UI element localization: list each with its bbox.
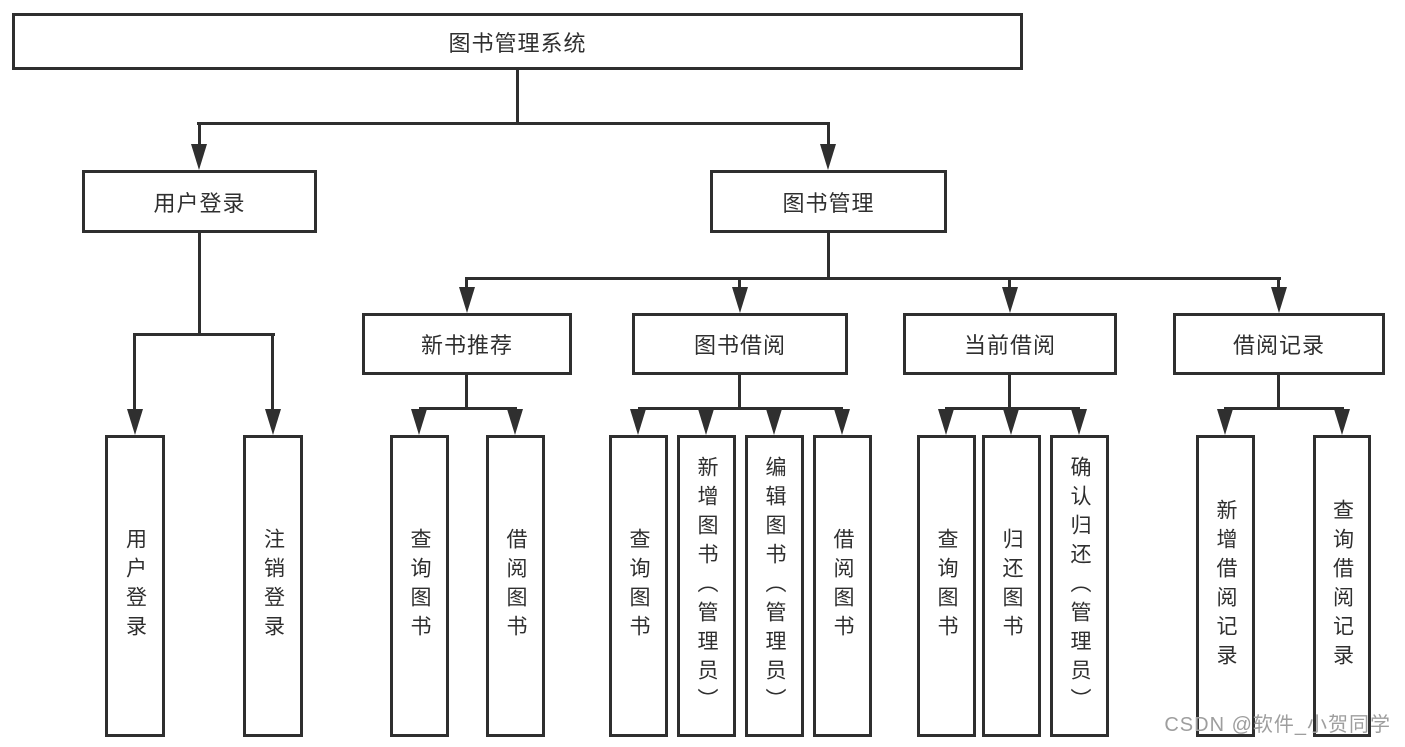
leaf-label: 查询图书	[627, 528, 650, 644]
connector-line	[638, 407, 843, 410]
connector-line	[1224, 407, 1344, 410]
connector-line	[133, 333, 275, 336]
leaf-borrowing-edit-books-admin: 编辑图书（管理员）	[745, 435, 804, 737]
connector-line	[271, 333, 274, 413]
node-borrowing-records: 借阅记录	[1173, 313, 1385, 375]
arrow-down-icon	[698, 409, 714, 435]
connector-line	[945, 407, 1080, 410]
leaf-label: 归还图书	[1000, 528, 1023, 644]
arrow-down-icon	[1217, 409, 1233, 435]
leaf-label: 借阅图书	[831, 528, 854, 644]
leaf-label: 确认归还（管理员）	[1068, 455, 1091, 717]
leaf-current-return-books: 归还图书	[982, 435, 1041, 737]
leaf-current-query-books: 查询图书	[917, 435, 976, 737]
connector-line	[827, 233, 830, 279]
leaf-label: 用户登录	[123, 528, 147, 644]
connector-line	[516, 70, 519, 122]
node-label: 图书管理系统	[448, 30, 587, 56]
arrow-down-icon	[1271, 287, 1287, 313]
leaf-label: 新增借阅记录	[1214, 499, 1237, 673]
node-label: 用户登录	[153, 190, 246, 216]
csdn-watermark: CSDN @软件_小贺同学	[1164, 714, 1391, 736]
connector-line	[197, 122, 830, 125]
arrow-down-icon	[766, 409, 782, 435]
connector-line	[1277, 277, 1280, 291]
arrow-down-icon	[1334, 409, 1350, 435]
node-current-borrowing: 当前借阅	[903, 313, 1117, 375]
arrow-down-icon	[507, 409, 523, 435]
connector-line	[465, 375, 468, 409]
node-label: 当前借阅	[963, 333, 1056, 358]
node-label: 图书借阅	[693, 333, 786, 358]
leaf-label: 注销登录	[261, 528, 285, 644]
leaf-user-login: 用户登录	[105, 435, 165, 737]
node-label: 新书推荐	[420, 333, 513, 358]
leaf-records-add-record: 新增借阅记录	[1196, 435, 1255, 737]
connector-line	[198, 122, 201, 148]
arrow-down-icon	[459, 287, 475, 313]
connector-line	[1008, 375, 1011, 409]
connector-line	[419, 407, 517, 410]
connector-line	[198, 233, 201, 335]
leaf-borrowing-query-books: 查询图书	[609, 435, 668, 737]
leaf-label: 查询借阅记录	[1330, 499, 1354, 673]
arrow-down-icon	[1002, 287, 1018, 313]
connector-line	[1008, 277, 1011, 291]
arrow-down-icon	[1003, 409, 1019, 435]
node-book-borrowing: 图书借阅	[632, 313, 848, 375]
node-label: 图书管理	[782, 190, 875, 216]
connector-line	[827, 122, 830, 148]
node-new-book-recommendation: 新书推荐	[362, 313, 572, 375]
leaf-recommend-borrow-books: 借阅图书	[486, 435, 545, 737]
connector-line	[467, 277, 1281, 280]
connector-line	[738, 375, 741, 409]
arrow-down-icon	[411, 409, 427, 435]
leaf-records-query-record: 查询借阅记录	[1313, 435, 1371, 737]
connector-line	[1277, 375, 1280, 409]
arrow-down-icon	[732, 287, 748, 313]
connector-line	[738, 277, 741, 291]
arrow-down-icon	[1071, 409, 1087, 435]
leaf-label: 查询图书	[935, 528, 958, 644]
leaf-label: 新增图书（管理员）	[695, 455, 718, 717]
leaf-borrowing-add-books-admin: 新增图书（管理员）	[677, 435, 736, 737]
leaf-recommend-query-books: 查询图书	[390, 435, 449, 737]
arrow-down-icon	[127, 409, 143, 435]
connector-line	[133, 333, 136, 413]
leaf-logout: 注销登录	[243, 435, 303, 737]
leaf-current-confirm-return-admin: 确认归还（管理员）	[1050, 435, 1109, 737]
arrow-down-icon	[938, 409, 954, 435]
arrow-down-icon	[630, 409, 646, 435]
connector-line	[465, 277, 468, 291]
arrow-down-icon	[191, 144, 207, 170]
leaf-label: 借阅图书	[504, 528, 527, 644]
node-user-login: 用户登录	[82, 170, 317, 233]
arrow-down-icon	[834, 409, 850, 435]
node-book-management: 图书管理	[710, 170, 947, 233]
node-label: 借阅记录	[1232, 333, 1325, 358]
leaf-borrowing-borrow-books: 借阅图书	[813, 435, 872, 737]
arrow-down-icon	[820, 144, 836, 170]
leaf-label: 查询图书	[408, 528, 431, 644]
node-library-management-system: 图书管理系统	[12, 13, 1023, 70]
leaf-label: 编辑图书（管理员）	[763, 455, 786, 717]
arrow-down-icon	[265, 409, 281, 435]
